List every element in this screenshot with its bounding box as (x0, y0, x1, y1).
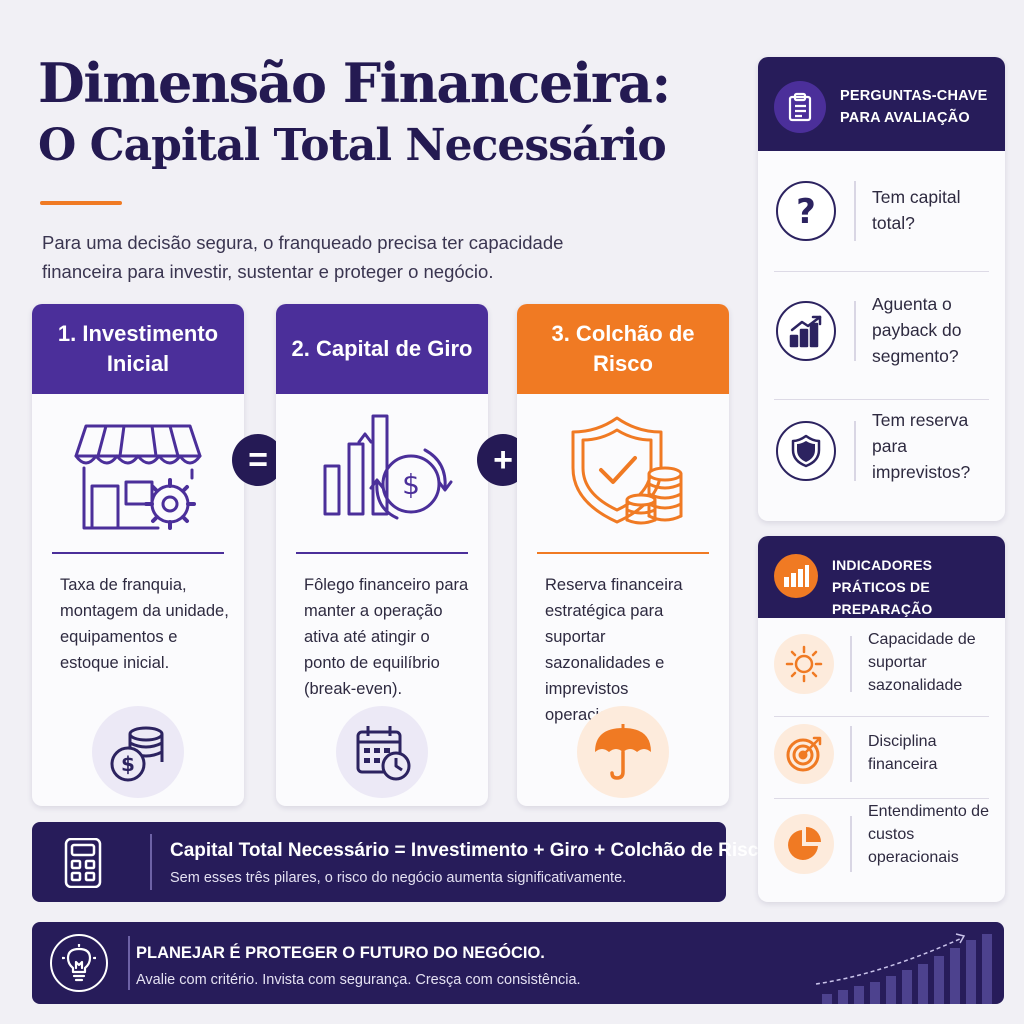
bottom-banner: PLANEJAR É PROTEGER O FUTURO DO NEGÓCIO.… (32, 922, 1004, 1004)
title-line-2: O Capital Total Necessário (38, 120, 667, 171)
row-divider (854, 421, 856, 481)
row-divider (854, 301, 856, 361)
title-accent-rule (40, 201, 122, 205)
storefront-gear-icon (32, 412, 244, 552)
indicator-text: Entendimento de custos operacionais (868, 803, 989, 866)
list-item: Tem reserva para imprevistos? (758, 391, 1005, 511)
pillar-colchao-de-risco: 3. Colchão de Risco Reserva financeira e… (517, 304, 729, 806)
pillar-title: 2. Capital de Giro (276, 304, 488, 394)
question-text: Tem reserva para imprevistos? (872, 410, 971, 482)
pillar-description: Reserva financeira estratégica para supo… (545, 576, 683, 724)
question-text: Aguenta o payback do segmento? (872, 294, 962, 366)
pillar-description: Taxa de franquia, montagem da unidade, e… (60, 576, 229, 672)
indicators-panel-header: INDICADORES PRÁTICOS DE PREPARAÇÃO (758, 536, 1005, 618)
row-separator (774, 271, 989, 272)
row-divider (850, 636, 852, 692)
pillar-divider (296, 552, 468, 554)
list-item: ? Tem capital total? (758, 151, 1005, 271)
umbrella-icon (577, 706, 669, 798)
banner-tagline: Avalie com critério. Invista com seguran… (136, 972, 581, 988)
sun-icon (774, 634, 834, 694)
pillar-title: 3. Colchão de Risco (517, 304, 729, 394)
bar-chart-icon (774, 554, 818, 598)
pillar-description: Fôlego financeiro para manter a operação… (304, 576, 469, 698)
question-text: Tem capital total? (872, 187, 961, 233)
shield-check-coins-icon (517, 412, 729, 552)
coins-dollar-icon: $ (92, 706, 184, 798)
row-divider (850, 816, 852, 872)
pillar-capital-de-giro: 2. Capital de Giro $ Fôlego financeiro p… (276, 304, 488, 806)
title-line-1: Dimensão Financeira: (38, 51, 671, 115)
formula-bar: Capital Total Necessário = Investimento … (32, 822, 770, 902)
growth-bars-icon (812, 930, 1002, 1004)
formula-equation: Capital Total Necessário = Investimento … (170, 840, 770, 861)
questions-panel-title: PERGUNTAS-CHAVE PARA AVALIAÇÃO (840, 88, 988, 126)
bar-chart-dollar-cycle-icon: $ (276, 412, 488, 552)
calendar-clock-icon (336, 706, 428, 798)
svg-text:?: ? (796, 193, 816, 229)
indicators-panel: INDICADORES PRÁTICOS DE PREPARAÇÃO Capac… (758, 536, 1005, 902)
indicator-text: Capacidade de suportar sazonalidade (868, 631, 976, 694)
indicator-text: Disciplina financeira (868, 733, 938, 773)
growth-chart-icon (776, 301, 836, 361)
row-separator (774, 716, 989, 717)
pillar-title: 1. Investimento Inicial (32, 304, 244, 394)
row-separator (774, 798, 989, 799)
question-mark-icon: ? (776, 181, 836, 241)
banner-divider (128, 936, 130, 990)
clipboard-icon (774, 81, 826, 133)
questions-panel-header: PERGUNTAS-CHAVE PARA AVALIAÇÃO (758, 57, 1005, 151)
pillar-divider (52, 552, 224, 554)
formula-divider (150, 834, 152, 890)
row-divider (850, 726, 852, 782)
list-item: Capacidade de suportar sazonalidade (758, 618, 1005, 708)
row-divider (854, 181, 856, 241)
svg-text:$: $ (402, 468, 420, 501)
target-icon (774, 724, 834, 784)
list-item: Disciplina financeira (758, 708, 1005, 798)
questions-panel: PERGUNTAS-CHAVE PARA AVALIAÇÃO ? Tem cap… (758, 57, 1005, 521)
pillar-divider (537, 552, 709, 554)
shield-icon (776, 421, 836, 481)
formula-note: Sem esses três pilares, o risco do negóc… (170, 870, 627, 886)
calculator-icon (52, 837, 112, 893)
row-separator (774, 399, 989, 400)
banner-headline: PLANEJAR É PROTEGER O FUTURO DO NEGÓCIO. (136, 944, 545, 962)
lightbulb-icon (50, 934, 108, 992)
intro-text: Para uma decisão segura, o franqueado pr… (42, 232, 564, 282)
pie-chart-icon (774, 814, 834, 874)
list-item: Aguenta o payback do segmento? (758, 271, 1005, 391)
list-item: Entendimento de custos operacionais (758, 798, 1005, 888)
pillar-investimento-inicial: 1. Investimento Inicial Taxa de franquia… (32, 304, 244, 806)
svg-text:$: $ (121, 752, 135, 776)
page-title: Dimensão Financeira: O Capital Total Nec… (38, 51, 671, 174)
indicators-panel-title: INDICADORES PRÁTICOS DE PREPARAÇÃO (832, 557, 933, 617)
equals-operator: = (232, 434, 284, 486)
